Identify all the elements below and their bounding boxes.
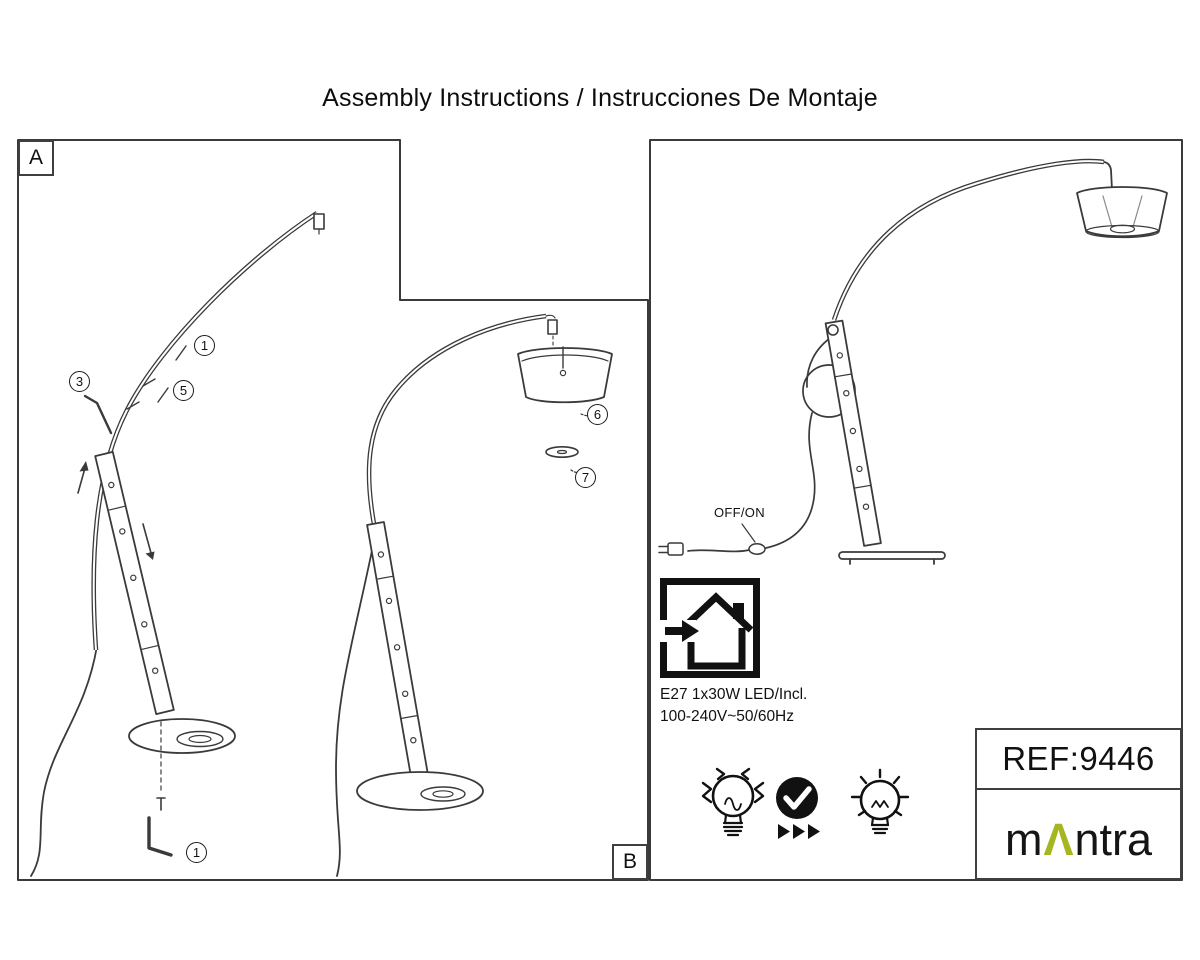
brand-caret-icon: Λ (1043, 814, 1074, 865)
fixing-pin (83, 394, 113, 435)
power-plug (667, 542, 684, 556)
socket (313, 213, 325, 230)
marker-leader-lines (157, 345, 187, 403)
step-marker-7-diffuser: 7 (575, 467, 596, 488)
cord-to-plug (687, 549, 750, 553)
wood-stand (94, 450, 175, 715)
round-base (356, 771, 484, 811)
inline-switch (748, 543, 766, 555)
step-marker-3-pin: 3 (69, 371, 90, 392)
brand-logo: m Λ ntra (975, 790, 1182, 880)
power-cord-line (30, 645, 98, 877)
step-marker-6-shade: 6 (587, 404, 608, 425)
page-title: Assembly Instructions / Instrucciones De… (322, 84, 878, 112)
screw (156, 797, 166, 811)
spec-text: E27 1x30W LED/Incl. 100-240V~50/60Hz (660, 684, 807, 728)
assembled-lamp-drawing (658, 158, 1168, 565)
stand-holes (108, 481, 159, 674)
panel-final-outline (649, 139, 1183, 881)
lamp-shade (1076, 186, 1168, 238)
stand-holes (836, 352, 870, 510)
round-base (128, 718, 236, 754)
step-marker-1-pole: 1 (194, 335, 215, 356)
arc-pole (366, 313, 547, 525)
ref-number: REF:9446 (1002, 740, 1155, 777)
light-bulb-icon (850, 768, 910, 835)
panel-ab-outline (17, 139, 649, 881)
panel-outlines (17, 139, 1183, 881)
spec-power: 100-240V~50/60Hz (660, 708, 795, 725)
ref-box: REF:9446 (975, 728, 1182, 790)
pivot-joint (827, 324, 839, 336)
diffuser-ring (545, 445, 579, 458)
step-marker-5-pole: 5 (173, 380, 194, 401)
assembly-arrow-up (77, 467, 86, 494)
brand-part1: m (1004, 814, 1043, 865)
power-cord-line (335, 535, 376, 877)
rough-service-bulb-icon (701, 767, 765, 837)
cord-lower (765, 412, 816, 549)
brand-part2: ntra (1074, 814, 1153, 865)
wood-stand (366, 521, 430, 784)
panel-a-label: A (18, 140, 54, 176)
assembly-arrow-down (142, 523, 152, 554)
switch-label-leader (741, 523, 756, 543)
approved-check-icon (776, 777, 820, 839)
socket (547, 319, 558, 335)
exploded-lamp-drawing (30, 211, 325, 877)
switch-label: OFF/ON (714, 505, 765, 520)
pole-joint-ticks (126, 378, 156, 410)
indoor-use-icon (660, 578, 760, 678)
spec-lamp: E27 1x30W LED/Incl. (660, 686, 808, 703)
stand-holes (377, 551, 417, 744)
panel-b-label: B (612, 844, 648, 880)
base-plate (838, 551, 946, 560)
shade-stem (1103, 161, 1113, 191)
step-marker-1-allen-key: 1 (186, 842, 207, 863)
allen-key (147, 816, 173, 857)
shade-assembly-drawing (335, 313, 613, 877)
